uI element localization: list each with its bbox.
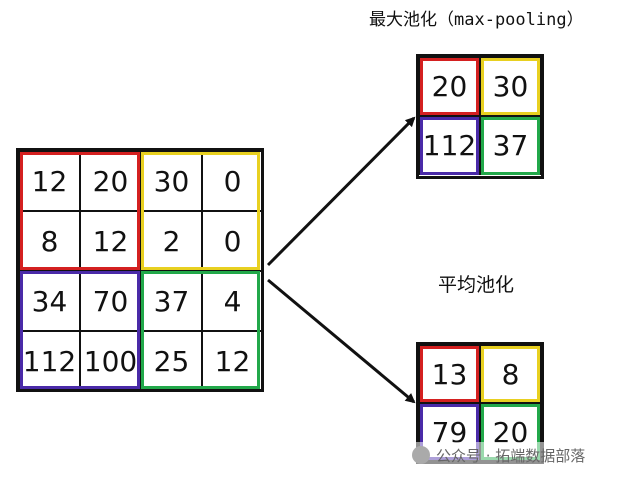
- max-pooling-label: 最大池化（max-pooling）: [369, 10, 584, 30]
- max-output-cell: 37: [480, 116, 541, 175]
- input-cell: 25: [141, 331, 202, 391]
- input-cell: 12: [80, 211, 141, 271]
- input-cell: 20: [80, 151, 141, 211]
- max-output-cell: 30: [480, 57, 541, 116]
- input-cell: 12: [19, 151, 80, 211]
- input-cell: 100: [80, 331, 141, 391]
- max-output-cell: 112: [419, 116, 480, 175]
- input-cell: 12: [202, 331, 263, 391]
- avg-pooling-label: 平均池化: [438, 274, 515, 296]
- input-cell: 8: [19, 211, 80, 271]
- avg-output-cell: 13: [419, 345, 480, 403]
- input-cell: 0: [202, 151, 263, 211]
- watermark-text: 公众号 · 拓端数据部落: [436, 446, 586, 465]
- input-cell: 70: [80, 271, 141, 331]
- input-cell: 112: [19, 331, 80, 391]
- wechat-icon: [412, 446, 430, 464]
- watermark: 公众号 · 拓端数据部落: [408, 442, 590, 468]
- arrow-to-max: [266, 116, 416, 267]
- max-output-cell: 20: [419, 57, 480, 116]
- input-cell: 0: [202, 211, 263, 271]
- max-pool-output: 20 30 112 37: [416, 54, 544, 179]
- arrow-to-avg: [267, 278, 416, 404]
- avg-output-cell: 8: [480, 345, 541, 403]
